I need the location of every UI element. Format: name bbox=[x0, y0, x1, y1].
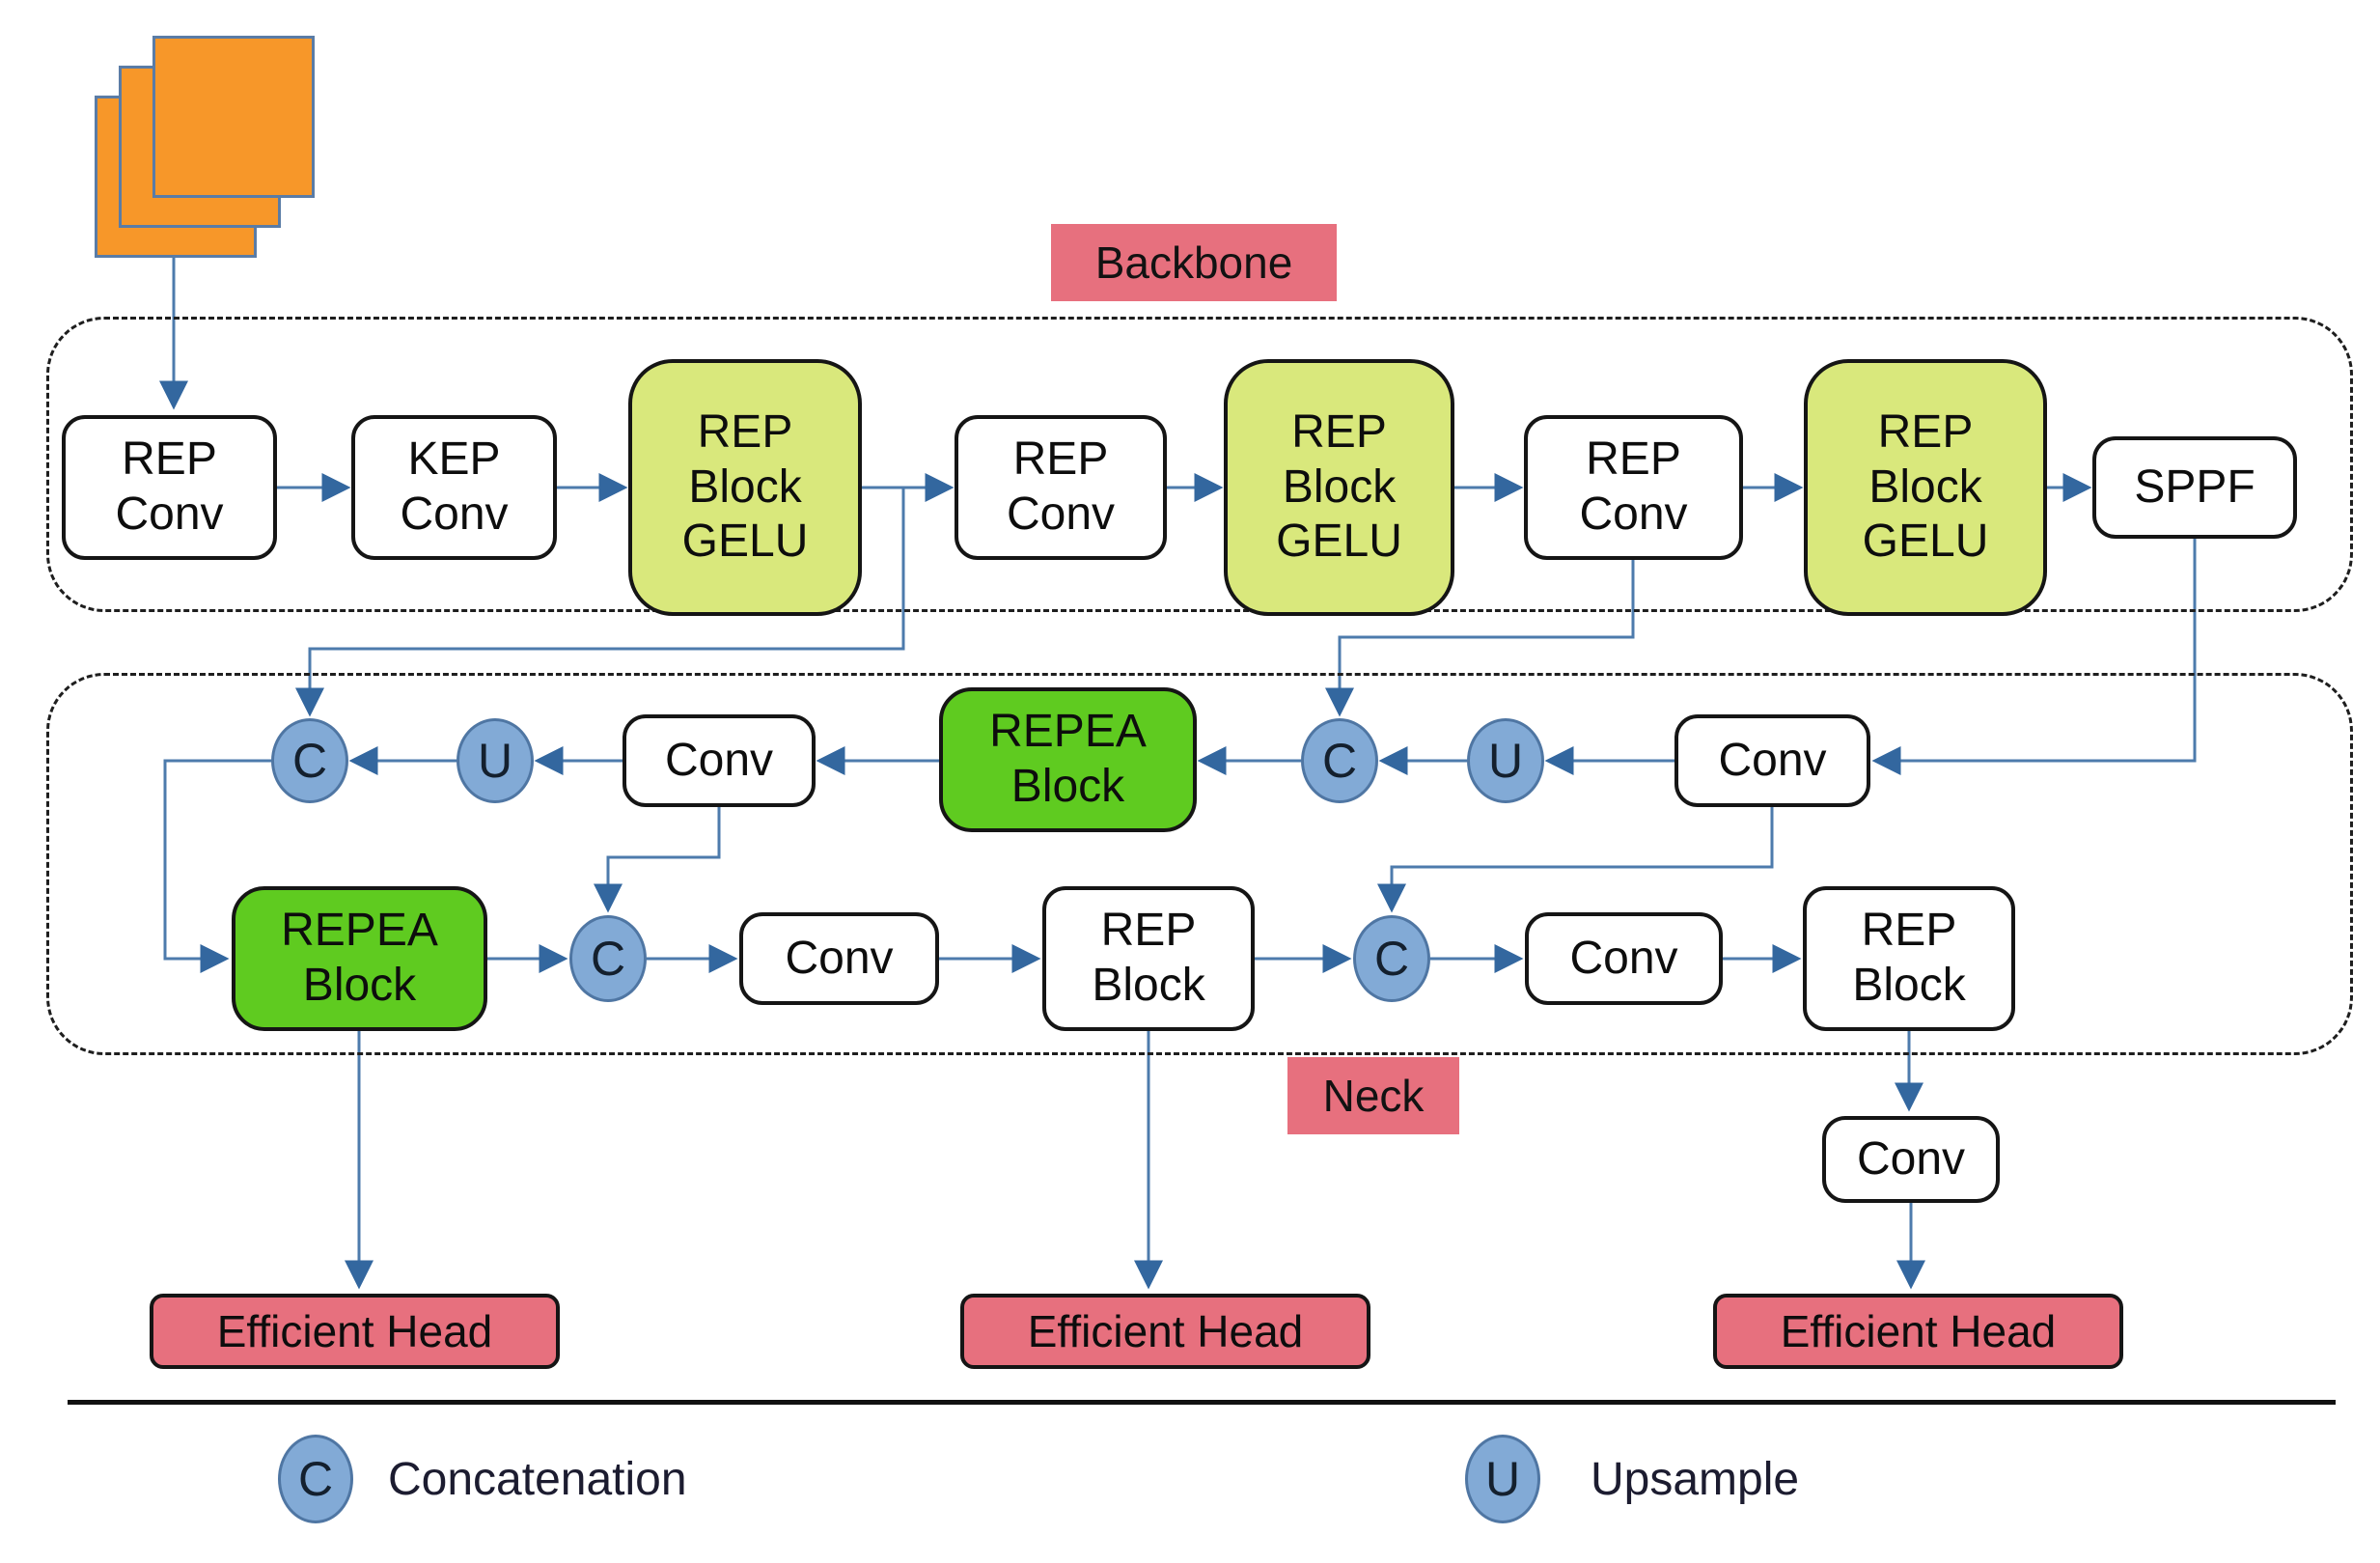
upsample-node-2: U bbox=[1467, 718, 1544, 803]
neck-label: Neck bbox=[1287, 1057, 1459, 1134]
edge-sppf-convright bbox=[1871, 539, 2197, 775]
node-neck-conv-a: Conv bbox=[739, 912, 939, 1005]
backbone-container bbox=[46, 317, 2353, 612]
concat-node-2: C bbox=[1301, 718, 1378, 803]
node-rep-block-right: REP Block bbox=[1803, 886, 2015, 1031]
node-rep-block-mid: REP Block bbox=[1042, 886, 1255, 1031]
node-neck-conv-left: Conv bbox=[623, 714, 816, 807]
node-rep-block-gelu-2: REP Block GELU bbox=[1224, 359, 1454, 616]
efficient-head-2: Efficient Head bbox=[960, 1294, 1370, 1369]
concat-node-1: C bbox=[271, 718, 348, 803]
node-rep-conv-1: REP Conv bbox=[62, 415, 277, 560]
legend-concat-icon: C bbox=[278, 1435, 353, 1523]
neck-container bbox=[46, 673, 2353, 1055]
input-image-front bbox=[152, 36, 315, 198]
node-kep-conv: KEP Conv bbox=[351, 415, 557, 560]
edge-convleft-concat3 bbox=[594, 807, 721, 913]
node-neck-conv-b: Conv bbox=[1525, 912, 1723, 1005]
node-head-conv: Conv bbox=[1822, 1116, 2000, 1203]
node-repea-block-1: REPEA Block bbox=[939, 687, 1197, 832]
node-sppf: SPPF bbox=[2092, 436, 2297, 539]
concat-node-3: C bbox=[569, 915, 647, 1002]
node-neck-conv-right: Conv bbox=[1674, 714, 1870, 807]
efficient-head-3: Efficient Head bbox=[1713, 1294, 2123, 1369]
node-rep-conv-2: REP Conv bbox=[955, 415, 1167, 560]
node-rep-block-gelu-3: REP Block GELU bbox=[1804, 359, 2047, 616]
legend-concat-label: Concatenation bbox=[388, 1453, 687, 1505]
edge-convright-concat4 bbox=[1377, 807, 1774, 913]
backbone-label: Backbone bbox=[1051, 224, 1337, 301]
concat-node-4: C bbox=[1353, 915, 1430, 1002]
upsample-node-1: U bbox=[457, 718, 534, 803]
legend-divider bbox=[68, 1400, 2336, 1405]
legend-upsample-label: Upsample bbox=[1591, 1453, 1800, 1505]
edge-concat1-repea2 bbox=[163, 759, 271, 973]
node-repea-block-2: REPEA Block bbox=[232, 886, 487, 1031]
node-rep-block-gelu-1: REP Block GELU bbox=[628, 359, 862, 616]
edge-gelu1-concat1 bbox=[295, 488, 905, 717]
node-rep-conv-3: REP Conv bbox=[1524, 415, 1743, 560]
efficient-head-1: Efficient Head bbox=[150, 1294, 560, 1369]
legend-upsample-icon: U bbox=[1465, 1435, 1540, 1523]
